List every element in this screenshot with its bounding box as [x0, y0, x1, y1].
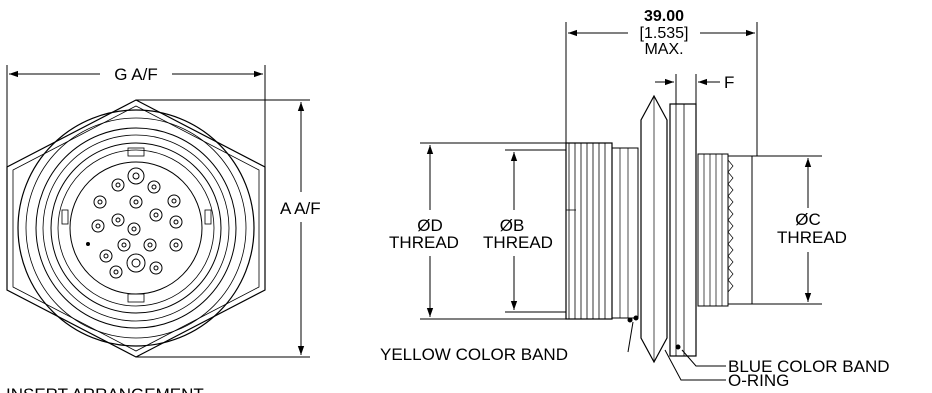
overall-length-max: MAX.	[644, 41, 683, 58]
front-view	[6, 99, 266, 358]
ob-thread-name: ØB	[500, 216, 525, 235]
contact-pins	[91, 167, 183, 279]
f-dimension	[655, 74, 720, 104]
od-thread-name: ØD	[417, 216, 443, 235]
oc-thread-name: ØC	[795, 210, 821, 229]
od-thread-word: THREAD	[389, 233, 459, 252]
g-af-dimension	[6, 65, 266, 167]
ob-thread-word: THREAD	[483, 233, 553, 252]
insert-arrangement-label: INSERT ARRANGEMENT	[6, 385, 204, 393]
overall-length-dimension	[565, 22, 758, 156]
leader-lines	[627, 321, 726, 381]
g-af-label: G A/F	[114, 65, 157, 84]
outer-ring	[17, 109, 255, 347]
od-dimension	[420, 142, 566, 320]
f-label: F	[724, 73, 734, 92]
a-af-dimension	[136, 99, 310, 358]
oc-thread-word: THREAD	[777, 228, 847, 247]
a-af-label: A A/F	[280, 199, 321, 218]
o-ring-label: O-RING	[728, 371, 789, 390]
flange	[669, 103, 697, 357]
side-view	[565, 94, 753, 364]
overall-length-in: [1.535]	[640, 25, 689, 42]
yellow-band-label: YELLOW COLOR BAND	[380, 345, 568, 364]
oc-dimension	[752, 155, 822, 305]
overall-length-mm: 39.00	[644, 8, 684, 25]
ob-dimension	[505, 149, 566, 313]
blue-band-label: BLUE COLOR BAND	[728, 357, 890, 376]
